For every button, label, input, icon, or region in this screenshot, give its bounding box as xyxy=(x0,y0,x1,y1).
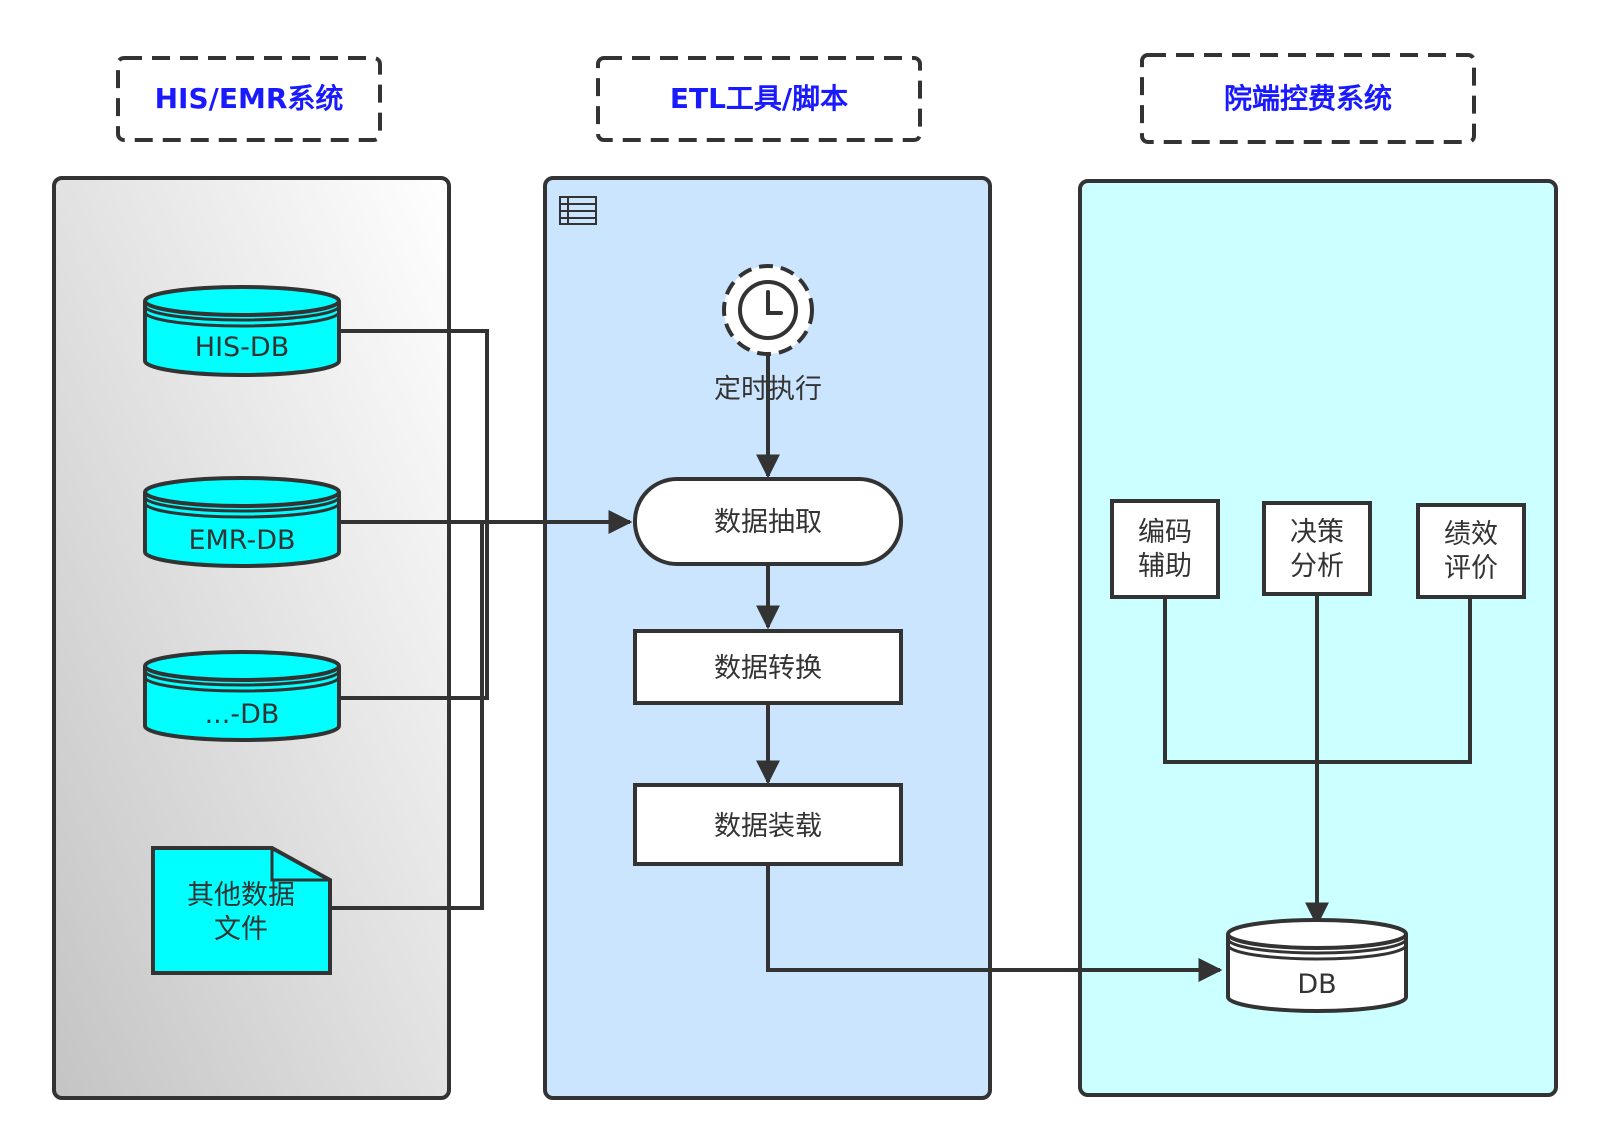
emr-db-label: EMR-DB xyxy=(188,525,295,556)
module-coding-assist-line1: 编码 xyxy=(1138,517,1192,548)
etl-flow-connectors xyxy=(756,352,1223,982)
header-his-emr: HIS/EMR系统 xyxy=(116,56,382,142)
header-etl-label: ETL工具/脚本 xyxy=(670,82,848,115)
module-coding-assist: 编码 辅助 xyxy=(1110,499,1220,599)
module-performance-evaluation-line1: 绩效 xyxy=(1444,519,1498,550)
other-file-label-line1: 其他数据 xyxy=(187,880,295,911)
module-coding-assist-line2: 辅助 xyxy=(1138,551,1192,582)
table-icon xyxy=(559,196,597,225)
other-file-document: 其他数据 文件 xyxy=(151,846,332,975)
step-transform-label: 数据转换 xyxy=(714,653,822,684)
module-connectors xyxy=(1163,594,1472,927)
hospital-db-label: DB xyxy=(1297,969,1336,1000)
header-hospital: 院端控费系统 xyxy=(1140,53,1476,144)
step-load-label: 数据装载 xyxy=(714,811,822,842)
source-connectors xyxy=(330,329,633,910)
step-extract-label: 数据抽取 xyxy=(714,507,822,538)
other-file-label-line2: 文件 xyxy=(214,914,268,945)
his-db-label: HIS-DB xyxy=(195,332,289,363)
module-performance-evaluation-line2: 评价 xyxy=(1444,553,1498,584)
schedule-label: 定时执行 xyxy=(714,374,822,405)
step-extract: 数据抽取 xyxy=(633,477,903,566)
header-his-emr-label: HIS/EMR系统 xyxy=(155,82,344,115)
module-performance-evaluation: 绩效 评价 xyxy=(1416,503,1526,599)
module-decision-analysis-line2: 分析 xyxy=(1290,551,1344,582)
module-decision-analysis-line1: 决策 xyxy=(1290,517,1344,548)
hospital-db-cylinder: DB xyxy=(1226,918,1408,1013)
header-etl: ETL工具/脚本 xyxy=(596,56,922,142)
step-transform: 数据转换 xyxy=(633,629,903,705)
step-load: 数据装载 xyxy=(633,783,903,866)
other-db-label: ...-DB xyxy=(205,699,280,730)
emr-db-cylinder: EMR-DB xyxy=(143,476,341,568)
his-db-cylinder: HIS-DB xyxy=(143,285,341,377)
other-db-cylinder: ...-DB xyxy=(143,650,341,742)
clock-icon xyxy=(722,264,814,356)
header-hospital-label: 院端控费系统 xyxy=(1224,82,1392,115)
module-decision-analysis: 决策 分析 xyxy=(1262,501,1372,596)
